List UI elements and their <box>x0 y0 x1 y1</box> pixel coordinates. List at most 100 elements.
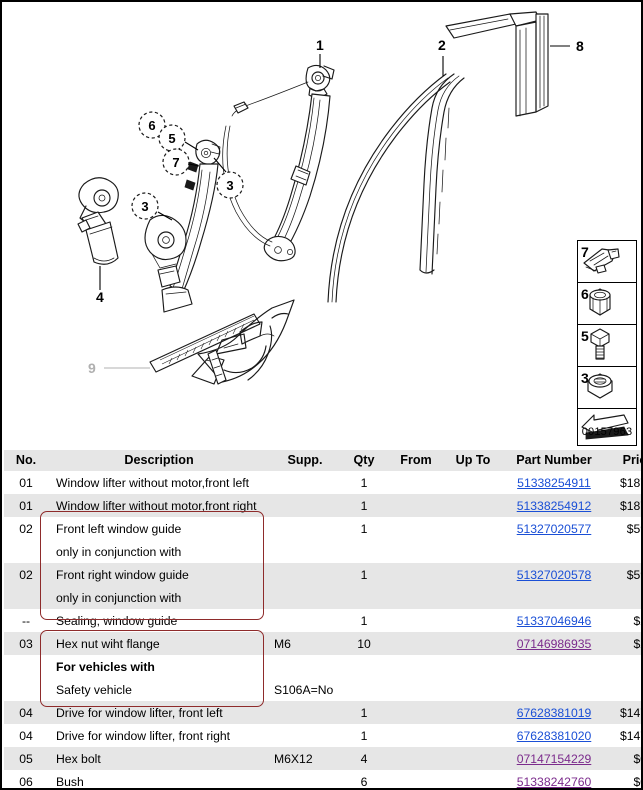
detail-box-3: 3 <box>578 367 636 409</box>
part-number-link[interactable]: 07147154229 <box>516 751 592 766</box>
cell-from <box>388 655 444 678</box>
cell-no: 02 <box>4 563 48 586</box>
callout-4: 4 <box>96 266 104 305</box>
bubble-callout-3-lower: 3 <box>131 192 173 221</box>
cell-supp <box>270 494 340 517</box>
cell-description: For vehicles with <box>48 655 270 678</box>
cell-qty: 10 <box>340 632 388 655</box>
cell-description: Safety vehicle <box>48 678 270 701</box>
header-supp[interactable]: Supp. <box>270 450 340 471</box>
part-number-link[interactable]: 67628381019 <box>516 705 592 720</box>
callout-4-label: 4 <box>96 289 104 305</box>
header-up-to[interactable]: Up To <box>444 450 502 471</box>
cell-from <box>388 770 444 788</box>
cell-no: 06 <box>4 770 48 788</box>
cell-supp <box>270 517 340 540</box>
cell-price <box>606 655 641 678</box>
cell-price: $2.62 <box>606 632 641 655</box>
cell-qty: 6 <box>340 770 388 788</box>
cell-up-to <box>444 586 502 609</box>
cell-from <box>388 540 444 563</box>
cell-qty: 1 <box>340 471 388 494</box>
detail-boxes-strip: 7 6 <box>577 240 637 446</box>
cell-from <box>388 747 444 770</box>
cell-supp <box>270 701 340 724</box>
cell-up-to <box>444 471 502 494</box>
cell-from <box>388 632 444 655</box>
cell-supp: M6X12 <box>270 747 340 770</box>
part-number-link[interactable]: 67628381020 <box>516 728 592 743</box>
table-row: 04 Drive for window lifter, front right 1 6… <box>4 724 641 747</box>
cell-up-to <box>444 540 502 563</box>
detail-box-5-label: 5 <box>581 328 589 344</box>
part-number-link[interactable]: 51338254911 <box>517 475 591 490</box>
description-text: Drive for window lifter, front right <box>56 728 231 743</box>
cell-price: $0.19 <box>606 747 641 770</box>
cell-part-number <box>502 540 606 563</box>
cell-up-to <box>444 724 502 747</box>
table-row: only in conjunction with <box>4 540 641 563</box>
cell-supp <box>270 471 340 494</box>
cell-part-number: 51327020577 <box>502 517 606 540</box>
cell-up-to <box>444 517 502 540</box>
cell-from <box>388 678 444 701</box>
cell-description: Window lifter without motor,front left <box>48 471 270 494</box>
header-price[interactable]: Price <box>606 450 641 471</box>
bubble-callout-5-label: 5 <box>168 131 175 146</box>
cell-up-to <box>444 747 502 770</box>
cell-qty: 1 <box>340 724 388 747</box>
table-row: For vehicles with <box>4 655 641 678</box>
table-header-row: No. Description Supp. Qty From Up To Par… <box>4 450 641 471</box>
cell-price: $0.68 <box>606 770 641 788</box>
cell-supp <box>270 724 340 747</box>
bubble-callout-3-lower-label: 3 <box>141 199 148 214</box>
cell-part-number: 51338242760 <box>502 770 606 789</box>
cell-no: 04 <box>4 724 48 747</box>
cell-price <box>606 540 641 563</box>
cell-description: only in conjunction with <box>48 540 270 563</box>
cell-qty <box>340 655 388 678</box>
arrow-wedge-icon <box>581 414 629 440</box>
bush-nut-icon <box>589 288 611 316</box>
header-from[interactable]: From <box>388 450 444 471</box>
cell-no <box>4 540 48 563</box>
part-number-link[interactable]: 51337046946 <box>516 613 592 628</box>
header-no[interactable]: No. <box>4 450 48 471</box>
cell-part-number: 51327020578 <box>502 563 606 586</box>
cell-qty: 1 <box>340 517 388 540</box>
cell-description: Window lifter without motor,front right <box>48 494 270 517</box>
cell-description: Bush <box>48 770 270 788</box>
cell-description: only in conjunction with <box>48 586 270 609</box>
cell-no <box>4 586 48 609</box>
door-module-assembly <box>149 299 295 385</box>
part-number-link[interactable]: 51327020577 <box>516 521 592 536</box>
cell-supp <box>270 609 340 632</box>
cell-qty: 4 <box>340 747 388 770</box>
header-qty[interactable]: Qty <box>340 450 388 471</box>
part-number-link[interactable]: 51338242760 <box>516 774 592 789</box>
cell-price: $187.23 <box>606 471 641 494</box>
header-description[interactable]: Description <box>48 450 270 471</box>
detail-box-arrow <box>578 409 636 445</box>
description-text: Front right window guide <box>56 567 189 582</box>
part-number-link[interactable]: 51327020578 <box>516 567 592 582</box>
cell-description: Hex nut wiht flange <box>48 632 270 655</box>
cell-part-number: 07147154229 <box>502 747 606 770</box>
part-number-link[interactable]: 07146986935 <box>516 636 592 651</box>
cell-part-number: 67628381019 <box>502 701 606 724</box>
description-text: Front left window guide <box>56 521 182 536</box>
cell-price: $59.27 <box>606 517 641 540</box>
part-number-link[interactable]: 51338254912 <box>516 498 592 513</box>
description-text: Hex nut wiht flange <box>56 636 160 651</box>
header-part-number[interactable]: Part Number <box>502 450 606 471</box>
cell-no: 01 <box>4 471 48 494</box>
detail-box-3-label: 3 <box>581 370 589 386</box>
bubble-callout-3-upper-label: 3 <box>226 178 233 193</box>
